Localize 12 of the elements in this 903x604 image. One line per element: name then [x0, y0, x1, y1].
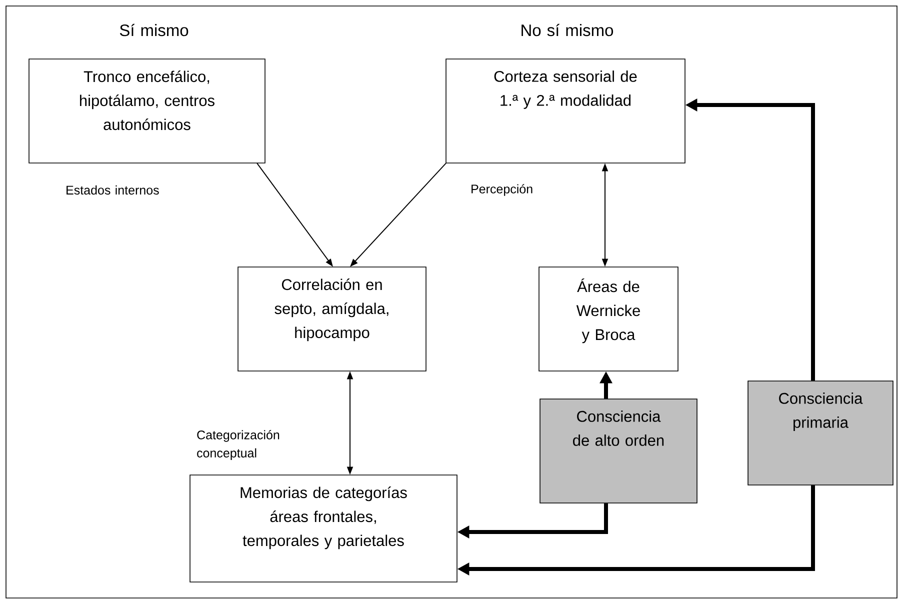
annotation: Categorización conceptual: [197, 430, 280, 460]
annotation: Percepción: [472, 184, 532, 196]
annotation: Estados internos: [66, 185, 159, 195]
process-box: Áreas de Wernicke y Broca: [538, 266, 678, 372]
process-box: Corteza sensorial de 1.ª y 2.ª modalidad: [446, 58, 686, 164]
column-heading: No sí mismo: [522, 24, 614, 36]
process-box: Memorias de categorías áreas frontales, temporales y parietales: [190, 474, 458, 582]
highlight-box: Consciencia primaria: [748, 380, 894, 486]
process-box: Tronco encefálico, hipotálamo, centros autonómicos: [28, 58, 266, 164]
process-box: Correlación en septo, amígdala, hipocampo: [238, 266, 426, 372]
highlight-box: Consciencia de alto orden: [540, 398, 698, 504]
column-heading: Sí mismo: [120, 24, 188, 36]
